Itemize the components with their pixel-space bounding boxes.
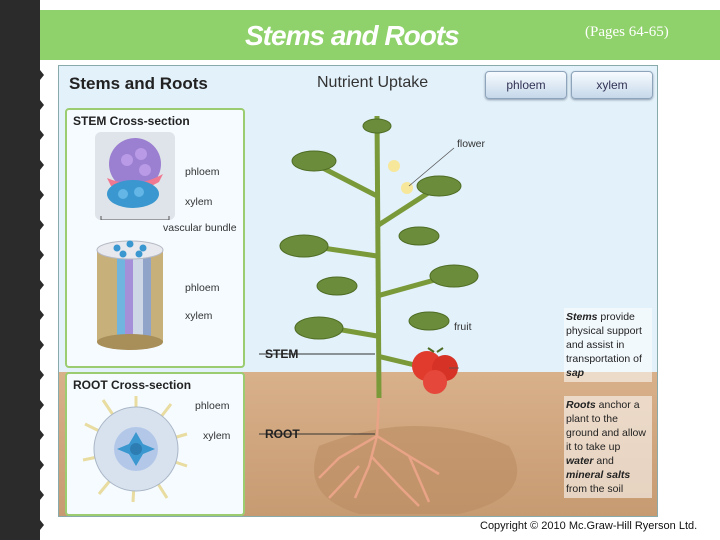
diagram-panel: Stems and Roots Nutrient Uptake phloem x… (58, 65, 658, 517)
stem-phloem-label-2: phloem (185, 282, 220, 294)
flower-label: flower (457, 138, 486, 150)
header-bar: Stems and Roots (Pages 64-65) (40, 10, 720, 60)
vascular-bundle-label: vascular bundle (163, 222, 237, 234)
figure-subtitle: Nutrient Uptake (317, 74, 429, 91)
page-reference: (Pages 64-65) (585, 24, 669, 40)
stem-box-title: STEM Cross-section (73, 114, 190, 128)
stem-xylem-label: xylem (185, 196, 213, 208)
copyright-text: Copyright © 2010 Mc.Graw-Hill Ryerson Lt… (480, 520, 698, 532)
root-cross-section-box: ROOT Cross-section phloem xylem (65, 372, 245, 516)
figure-title: Stems and Roots (69, 74, 208, 93)
stems-note: Stems provide physical support and assis… (564, 308, 652, 382)
stem-bundle-closeup (95, 132, 175, 220)
roots-note: Roots anchor a plant to the ground and a… (564, 396, 652, 498)
root-cross-section-image (82, 396, 188, 503)
root-phloem-label: phloem (195, 400, 230, 412)
slide-title: Stems and Roots (245, 20, 460, 51)
stem-cylinder (96, 240, 164, 350)
zigzag-border (32, 0, 44, 540)
stem-xylem-label-2: xylem (185, 310, 213, 322)
phloem-button[interactable]: phloem (485, 71, 567, 99)
stem-label: STEM (265, 347, 299, 361)
fruit-label: fruit (454, 321, 472, 333)
root-label: ROOT (265, 427, 300, 441)
root-xylem-label: xylem (203, 430, 231, 442)
tomato-plant (259, 115, 518, 514)
stem-phloem-label: phloem (185, 166, 220, 178)
left-stripe (0, 0, 40, 540)
root-box-title: ROOT Cross-section (73, 378, 192, 392)
xylem-button[interactable]: xylem (571, 71, 653, 99)
stem-cross-section-box: STEM Cross-section phl (65, 108, 245, 368)
